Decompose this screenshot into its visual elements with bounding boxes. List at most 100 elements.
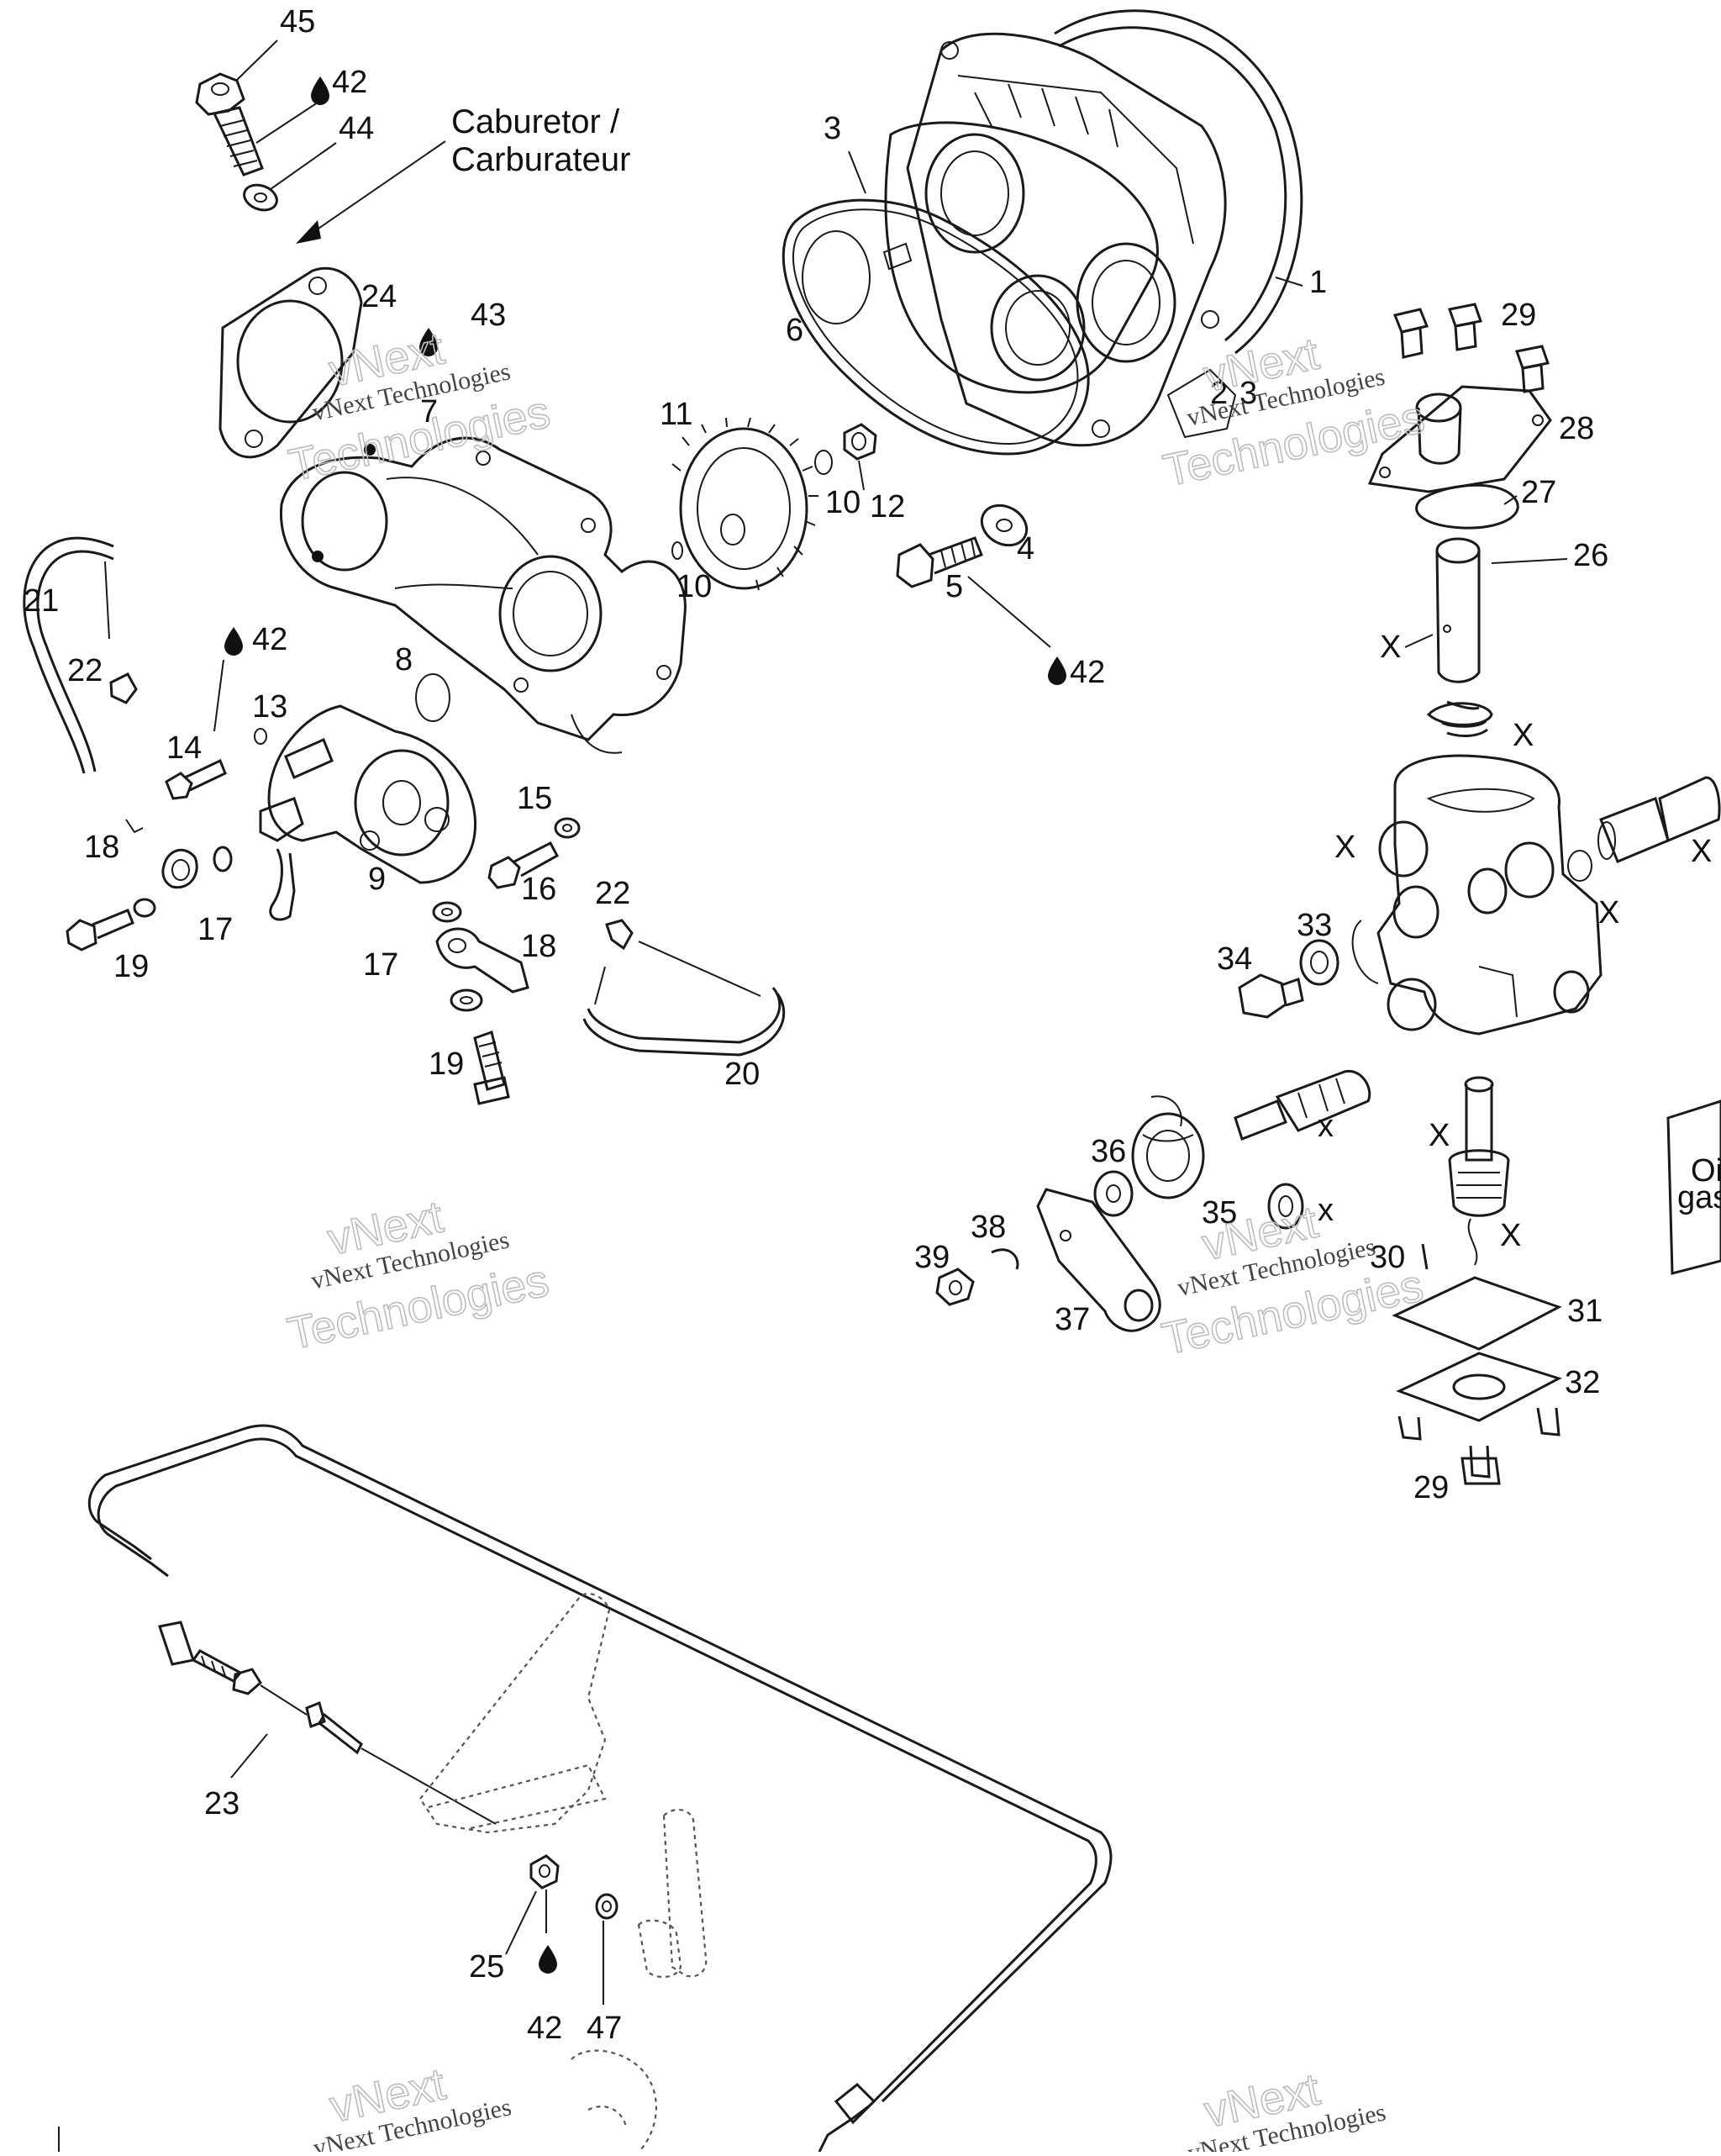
callout-28: 28: [1559, 411, 1594, 446]
oil-pump-body: [1351, 754, 1603, 1036]
callout-38: 38: [971, 1210, 1006, 1245]
gear-11: [671, 417, 818, 591]
intake-manifold-7: [279, 436, 687, 754]
watermark-middle-right: vNext vNext Technologies Technologies: [1157, 1196, 1428, 1365]
callout-43: 43: [471, 298, 506, 333]
plug-34-washer-33: [1238, 939, 1339, 1019]
x-mark-9: X: [1500, 1218, 1521, 1253]
watermark-bottom-right: vNext vNext Technologies: [1186, 2064, 1388, 2156]
callout-9: 9: [368, 862, 386, 897]
watermark-top-right: vNext vNext Technologies Technologies: [1159, 328, 1429, 497]
callout-37: 37: [1055, 1302, 1090, 1337]
oil-drop-icon: [1048, 656, 1066, 685]
clamp-22: [109, 672, 138, 704]
callout-29b: 29: [1413, 1470, 1449, 1505]
callout-42c: 42: [252, 622, 287, 657]
callout-42a: 42: [332, 65, 367, 100]
throttle-cable-23: [87, 1424, 1113, 2153]
x-mark-6: x: [1318, 1109, 1334, 1144]
bolt-16: [487, 841, 560, 889]
callout-19a: 19: [113, 949, 149, 984]
callout-7: 7: [420, 394, 438, 430]
oil-pump-9: [259, 704, 477, 921]
x-mark-4: X: [1691, 834, 1712, 869]
callout-35: 35: [1202, 1195, 1237, 1231]
note-card-line1: Oi: [1691, 1153, 1721, 1189]
callout-45: 45: [280, 4, 315, 40]
gasket-31-cover-32: [1392, 1276, 1562, 1485]
callout-10a: 10: [825, 485, 860, 520]
callout-3b: 3: [1239, 376, 1257, 411]
callout-32: 32: [1565, 1365, 1600, 1400]
callout-4: 4: [1017, 531, 1034, 567]
callout-8: 8: [395, 642, 413, 677]
callout-27: 27: [1521, 475, 1556, 510]
callout-12: 12: [870, 489, 905, 525]
callout-19b: 19: [429, 1046, 464, 1082]
callout-11: 11: [660, 397, 692, 432]
watermark-bottom-left: vNext vNext Technologies: [311, 2058, 513, 2156]
x-mark-5: X: [1598, 895, 1619, 930]
callout-22a: 22: [67, 653, 103, 688]
note-card-line2: gas: [1677, 1180, 1721, 1215]
note-card: Oi gas: [1666, 1099, 1721, 1275]
watermark-middle-left: vNext vNext Technologies Technologies: [282, 1191, 553, 1360]
carburetor-label-fr: Carburateur: [451, 141, 630, 178]
plunger-26-spring: [1426, 537, 1493, 737]
x-mark-3: X: [1334, 830, 1355, 865]
callout-26: 26: [1573, 538, 1608, 573]
callout-44: 44: [339, 111, 374, 146]
banjo-18-washers-17-bolt-19-left: [66, 819, 233, 951]
banjo-18-washers-17-bolt-19-center: [432, 901, 529, 1105]
leader-3: [848, 150, 866, 194]
callout-2: 2: [1210, 376, 1228, 411]
leader-carburetor: [310, 140, 446, 235]
callout-29a: 29: [1501, 298, 1536, 333]
callout-14: 14: [166, 730, 202, 766]
x-mark-8: x: [1318, 1193, 1334, 1228]
callout-16: 16: [521, 872, 556, 907]
callout-17b: 17: [363, 947, 398, 983]
oil-drop-icon: [539, 1945, 557, 1974]
lever-37-clip-38-nut-39: [935, 1188, 1161, 1332]
callout-23: 23: [204, 1786, 239, 1821]
watermark-top-left: vNext vNext Technologies Technologies: [284, 323, 555, 492]
callout-3: 3: [824, 111, 841, 146]
x-mark-1: X: [1380, 630, 1401, 665]
x-mark-7: X: [1429, 1118, 1450, 1153]
leader-26: [1491, 558, 1568, 564]
callout-15: 15: [517, 781, 552, 816]
leader-45: [236, 40, 278, 81]
callout-42b: 42: [1070, 655, 1105, 690]
callout-21: 21: [24, 583, 59, 619]
callout-22b: 22: [595, 876, 630, 911]
nut-25-washer-47: [529, 1854, 618, 1920]
gasket-24: [218, 266, 363, 459]
screw-14: [165, 758, 227, 800]
arrow-head-icon: [296, 220, 321, 244]
throttle-bracket-ghost: [418, 1592, 708, 2153]
callout-6: 6: [786, 313, 803, 348]
oil-drop-icon: [311, 76, 329, 105]
callout-39: 39: [914, 1240, 950, 1275]
callout-34: 34: [1217, 941, 1252, 977]
washer-10-nut-12: [671, 423, 877, 560]
callout-31: 31: [1567, 1294, 1603, 1329]
x-mark-2: X: [1513, 718, 1534, 753]
cover-28-oring-27: [1367, 385, 1552, 530]
callout-13: 13: [252, 689, 287, 725]
oil-drop-icon: [224, 627, 243, 656]
leader-25: [505, 1890, 537, 1955]
callout-1: 1: [1309, 265, 1327, 300]
drive-shaft-and-gear: [1421, 1076, 1510, 1270]
leader-23: [230, 1733, 268, 1779]
hose-21: [23, 536, 114, 774]
oring-13: [254, 728, 267, 745]
screws-29-top: [1392, 303, 1550, 393]
leader-1: [1275, 277, 1303, 287]
callout-18b: 18: [521, 929, 556, 964]
callout-36: 36: [1091, 1134, 1126, 1169]
callout-18a: 18: [84, 830, 119, 865]
callout-5: 5: [945, 569, 963, 604]
